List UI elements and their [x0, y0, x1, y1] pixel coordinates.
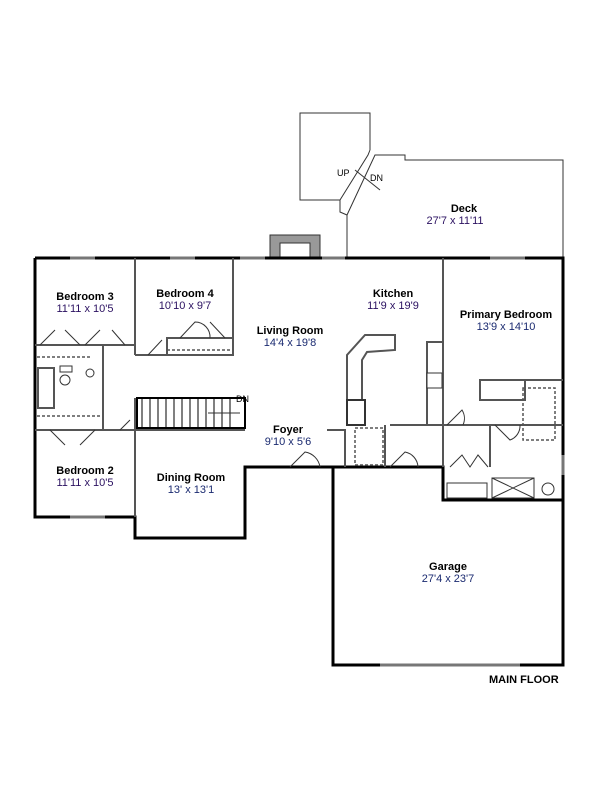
windows — [70, 256, 565, 667]
dining-room-size: 13' x 13'1 — [168, 484, 214, 496]
garage-name: Garage — [429, 561, 467, 573]
living-room-size: 14'4 x 19'8 — [264, 337, 317, 349]
fireplace — [269, 234, 321, 259]
deck-size: 27'7 x 11'11 — [426, 215, 483, 227]
garage-size: 27'4 x 23'7 — [422, 573, 475, 585]
deck-up-label: UP — [337, 168, 350, 178]
dining-room-name: Dining Room — [157, 472, 226, 484]
kitchen-size: 11'9 x 19'9 — [367, 300, 419, 312]
deck: UP DN — [299, 112, 564, 258]
floor-title: MAIN FLOOR — [489, 674, 559, 686]
living-room-name: Living Room — [257, 325, 324, 337]
stairs-dn-label: DN — [236, 394, 249, 404]
bedroom3-name: Bedroom 3 — [56, 291, 113, 303]
foyer-name: Foyer — [273, 424, 304, 436]
foyer-size: 9'10 x 5'6 — [265, 436, 311, 448]
bedroom4-name: Bedroom 4 — [156, 288, 214, 300]
deck-dn-label: DN — [370, 173, 383, 183]
bedroom2-size: 11'11 x 10'5 — [56, 477, 113, 489]
closets — [37, 337, 556, 466]
deck-stair-arrow — [354, 169, 381, 191]
primary-bedroom-name: Primary Bedroom — [460, 309, 553, 321]
kitchen-counters — [346, 334, 555, 499]
bedroom4-size: 10'10 x 9'7 — [159, 300, 212, 312]
doors — [39, 321, 521, 468]
interior-walls — [35, 258, 563, 517]
primary-bedroom-size: 13'9 x 14'10 — [477, 321, 536, 333]
stairs: DN — [136, 394, 249, 429]
bedroom3-size: 11'11 x 10'5 — [56, 303, 113, 315]
bedroom2-name: Bedroom 2 — [56, 465, 113, 477]
deck-name: Deck — [451, 203, 478, 215]
kitchen-name: Kitchen — [373, 288, 414, 300]
